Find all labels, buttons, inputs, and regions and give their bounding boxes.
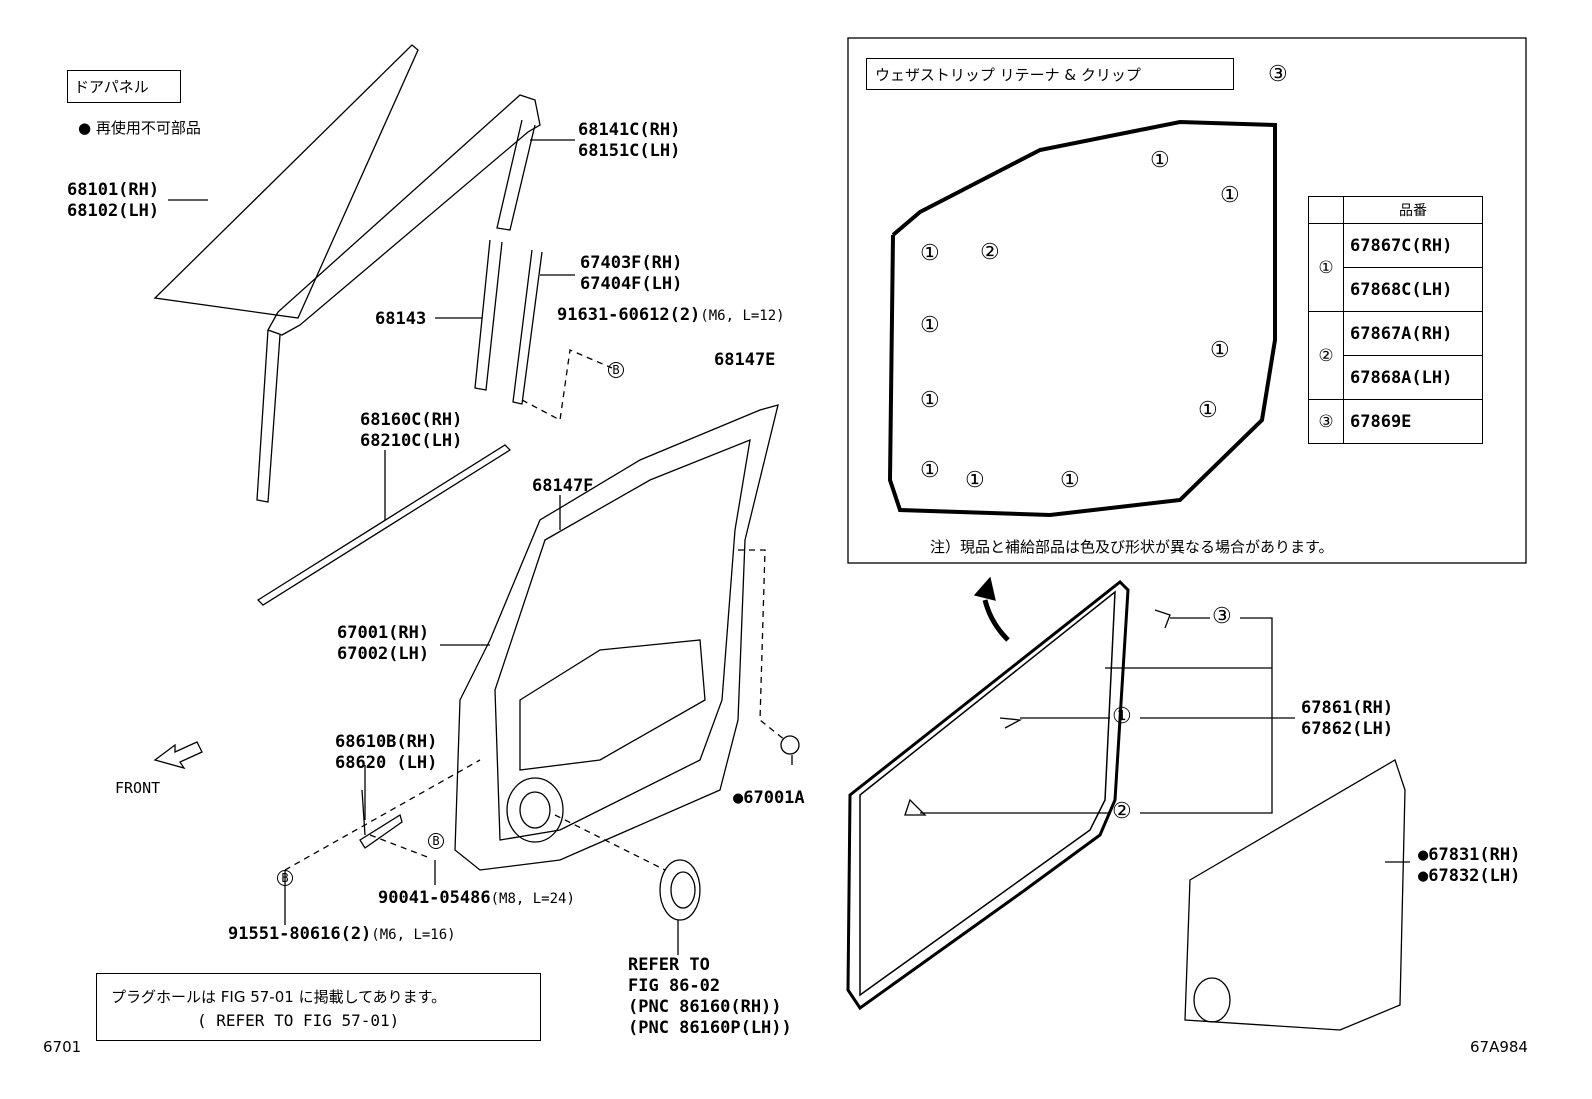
table-part: 67868C(LH) [1343, 267, 1483, 312]
plug-hole-note-line-1: プラグホールは FIG 57-01 に掲載してあります。 [111, 988, 447, 1006]
front-label: FRONT [115, 779, 161, 797]
inset-title-box: ウェザストリップ リテーナ & クリップ [866, 58, 1234, 90]
plug-hole-note-line-2: ( REFER TO FIG 57-01) [197, 1011, 400, 1030]
inset-callout-1-a: ① [920, 241, 940, 266]
inset-callout-1-c: ① [920, 388, 940, 413]
run-67403f [512, 249, 543, 405]
table-part: 67867A(RH) [1343, 311, 1483, 356]
table-ref: ③ [1308, 399, 1344, 444]
table-part: 67867C(RH) [1343, 223, 1483, 268]
callout-b-top: B [608, 362, 624, 378]
label-68151c: 68151C(LH) [578, 141, 681, 161]
refer-line-2: FIG 86-02 [628, 976, 721, 996]
label-91631: 91631-60612(2)(M6, L=12) [557, 305, 785, 327]
inset-callout-1-i: ① [1210, 338, 1230, 363]
inset-title: ウェザストリップ リテーナ & クリップ [875, 66, 1141, 84]
inset-callout-1-b: ① [920, 313, 940, 338]
label-91551-spec: (M6, L=16) [371, 927, 456, 943]
rear-channel-68141c [496, 119, 536, 231]
inset-callout-1-g: ① [1150, 148, 1170, 173]
label-91551: 91551-80616(2)(M6, L=16) [228, 924, 456, 946]
label-68610b: 68610B(RH) [335, 732, 438, 752]
inset-callout-1-f: ① [1060, 468, 1080, 493]
label-67862: 67862(LH) [1301, 719, 1394, 739]
table-corner [1308, 196, 1344, 224]
label-68143: 68143 [375, 309, 427, 329]
refer-line-3: (PNC 86160(RH)) [628, 997, 782, 1017]
table-header: 品番 [1343, 196, 1483, 224]
label-67861: 67861(RH) [1301, 698, 1394, 718]
refer-line-1: REFER TO [628, 955, 710, 975]
legend-note: ● 再使用不可部品 [78, 119, 201, 137]
label-67403f: 67403F(RH) [580, 253, 683, 273]
callout-2: ② [1112, 799, 1132, 824]
label-68620: 68620 (LH) [335, 753, 438, 773]
inset-callout-1-j: ① [1198, 398, 1218, 423]
callout-b-left: B [277, 870, 293, 886]
inset-callout-1-h: ① [1220, 183, 1240, 208]
callout-3: ③ [1212, 604, 1232, 629]
label-68141c: 68141C(RH) [578, 120, 681, 140]
label-91631-spec: (M6, L=12) [700, 308, 785, 324]
table-part: 67868A(LH) [1343, 355, 1483, 400]
table-part: 67869E [1343, 399, 1483, 444]
label-68102: 68102(LH) [67, 201, 160, 221]
callout-b-right: B [428, 833, 444, 849]
label-68147f: 68147F [532, 476, 594, 496]
label-67404f: 67404F(LH) [580, 274, 683, 294]
footer-left-code: 6701 [43, 1038, 82, 1056]
inset-callout-1-d: ① [920, 458, 940, 483]
label-67002: 67002(LH) [337, 644, 430, 664]
door-panel [454, 404, 779, 871]
door-inner [494, 438, 751, 841]
label-91551-pn: 91551-80616(2) [228, 924, 372, 944]
header-title: ドアパネル [74, 78, 149, 96]
label-90041-spec: (M8, L=24) [490, 891, 575, 907]
door-glass [153, 44, 419, 319]
header-title-box: ドアパネル [67, 70, 181, 103]
belt-moulding [256, 444, 512, 606]
label-68160c: 68160C(RH) [360, 410, 463, 430]
inset-callout-1-e: ① [965, 468, 985, 493]
refer-line-4: (PNC 86160P(LH)) [628, 1018, 792, 1038]
footer-right-code: 67A984 [1470, 1038, 1528, 1056]
front-channel [256, 329, 281, 503]
inset-note: 注）現品と補給部品は色及び形状が異なる場合があります。 [930, 538, 1334, 556]
window-frame [267, 94, 541, 336]
inset-callout-2: ② [980, 240, 1000, 265]
label-67832: ●67832(LH) [1418, 866, 1521, 886]
run-68143 [474, 239, 503, 391]
label-67001a: ●67001A [733, 788, 805, 808]
plug-hole-note-box: プラグホールは FIG 57-01 に掲載してあります。 ( REFER TO … [96, 973, 541, 1041]
table-ref: ② [1308, 311, 1344, 400]
label-90041-pn: 90041-05486 [378, 888, 491, 908]
label-68147e: 68147E [714, 350, 776, 370]
label-67831: ●67831(RH) [1418, 845, 1521, 865]
label-67001: 67001(RH) [337, 623, 430, 643]
table-ref: ① [1308, 223, 1344, 312]
label-68210c: 68210C(LH) [360, 431, 463, 451]
label-68101: 68101(RH) [67, 180, 160, 200]
label-91631-pn: 91631-60612(2) [557, 305, 701, 325]
label-90041: 90041-05486(M8, L=24) [378, 888, 575, 910]
inset-callout-3: ③ [1268, 62, 1288, 87]
callout-1: ① [1112, 704, 1132, 729]
